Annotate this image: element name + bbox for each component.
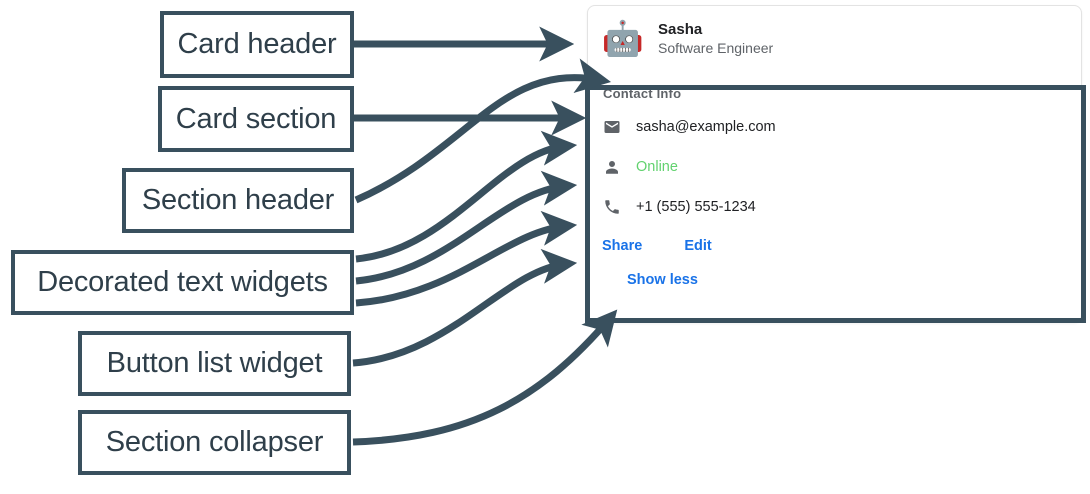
annotation-button-list-widget: Button list widget [78,331,351,396]
annotation-card-header-label: Card header [177,28,337,60]
annotation-button-list-widget-label: Button list widget [106,347,323,379]
annotation-section-collapser-label: Section collapser [105,426,324,458]
annotation-decorated-text-widgets-label: Decorated text widgets [37,266,328,298]
phone-icon [602,197,622,217]
annotation-section-header: Section header [122,168,354,233]
section-header: Contact Info [603,86,682,101]
decorated-text-widget-email: sasha@example.com [602,107,1067,147]
card-header-text: Sasha Software Engineer [658,20,774,57]
edit-button[interactable]: Edit [684,238,712,254]
arrow-section-header [354,58,612,204]
arrow-decorated-status [355,170,578,285]
robot-icon: 🤖 [601,20,645,58]
annotation-decorated-text-widgets: Decorated text widgets [11,250,354,315]
arrow-decorated-email [355,130,578,263]
show-less-button[interactable]: Show less [627,272,698,288]
annotation-card-section-label: Card section [175,102,337,135]
decorated-text-widget-status: Online [602,147,1067,187]
email-value: sasha@example.com [636,119,776,135]
card-header-title: Sasha [658,20,703,38]
annotation-section-header-label: Section header [141,184,335,216]
person-icon [602,157,622,177]
arrow-decorated-phone [355,210,578,307]
card-section: Contact Info sasha@example.com Online [588,70,1081,297]
arrow-button-list [352,248,578,367]
email-icon [602,117,622,137]
contact-card: 🤖 Sasha Software Engineer Contact Info s… [587,5,1082,323]
phone-value: +1 (555) 555-1234 [636,199,756,215]
card-header: 🤖 Sasha Software Engineer [588,6,1081,70]
button-list-widget: Share Edit [602,229,1067,263]
decorated-text-widget-phone: +1 (555) 555-1234 [602,187,1067,227]
annotation-card-section: Card section [158,86,354,152]
card-header-subtitle: Software Engineer [658,40,774,57]
status-value: Online [636,159,678,175]
section-collapser: Show less [602,263,1067,297]
share-button[interactable]: Share [602,238,643,254]
arrow-section-collapser [352,309,618,446]
annotation-card-header: Card header [160,11,354,78]
annotation-section-collapser: Section collapser [78,410,351,475]
